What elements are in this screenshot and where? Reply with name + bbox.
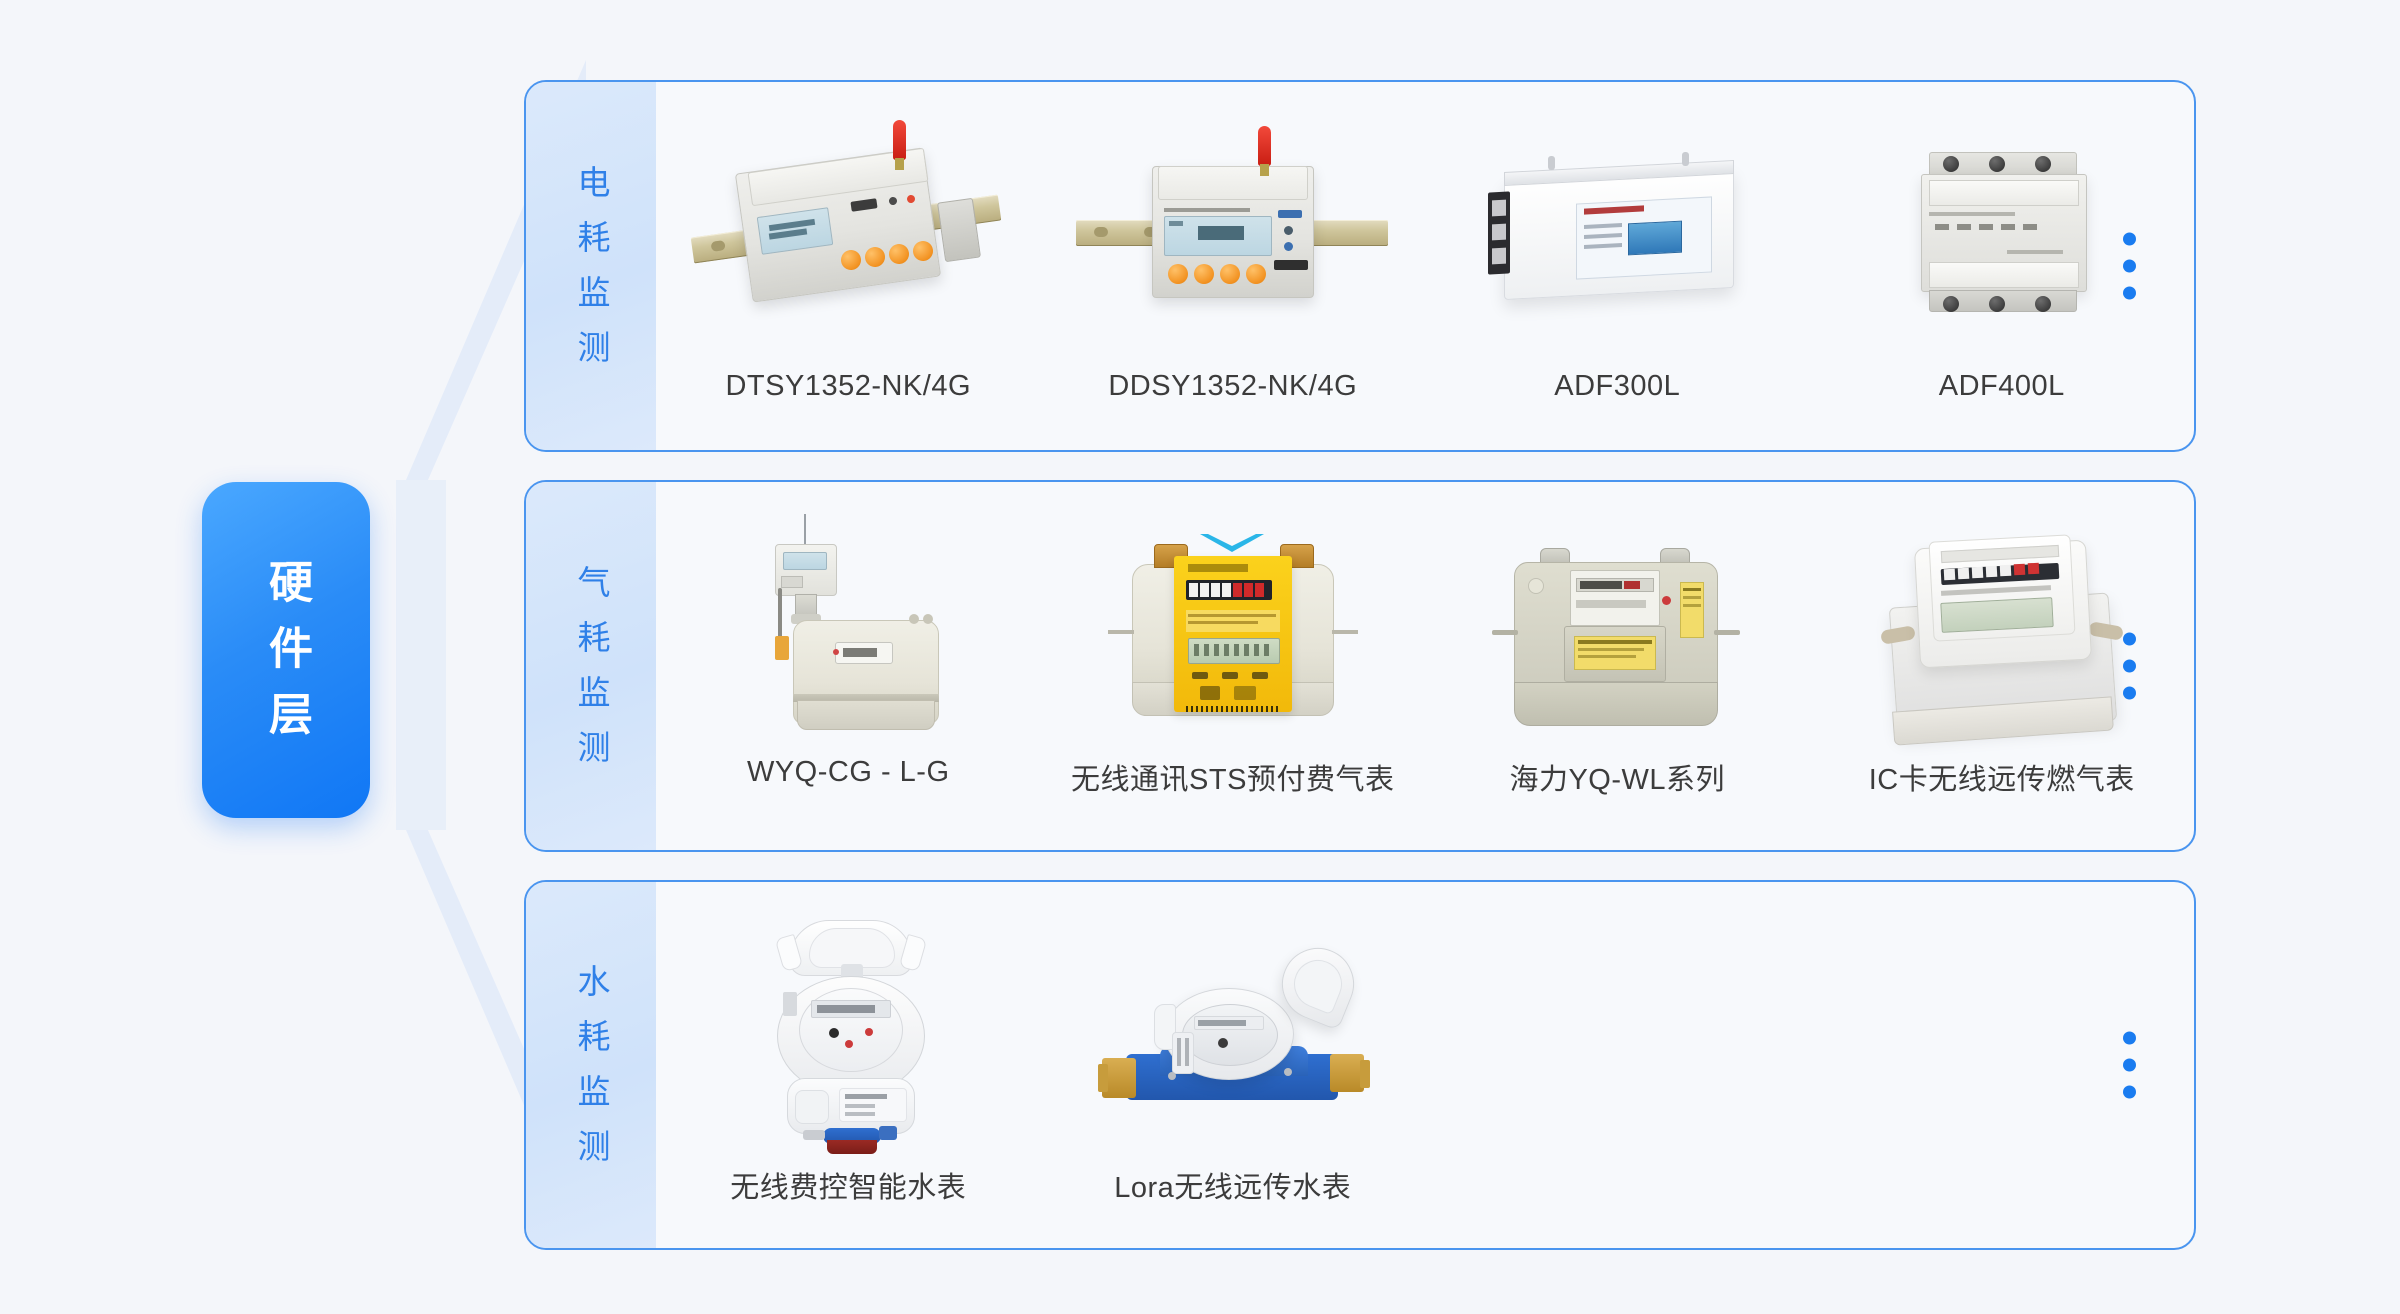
product-item[interactable]: 无线费控智能水表 [656,882,1041,1248]
category-body-gas: WYQ-CG - L-G [656,482,2194,850]
product-item-empty [1425,882,1810,1248]
product-item[interactable]: ADF400L [1810,82,2195,450]
category-title-gas: 气耗监测 [573,565,610,785]
category-header-water: 水耗监测 [526,882,656,1248]
product-label: DDSY1352-NK/4G [1108,370,1358,402]
category-card-water: 水耗监测 [524,880,2196,1250]
product-item[interactable]: WYQ-CG - L-G [656,482,1041,850]
yellow-sts-gas-meter-icon [1068,504,1398,744]
product-item[interactable]: 无线通讯STS预付费气表 [1041,482,1426,850]
product-label: 海力YQ-WL系列 [1509,764,1726,796]
cyan-accent-icon [1199,534,1264,552]
metering-cabinet-icon [1452,104,1782,344]
din-rail-single-phase-meter-icon [1068,104,1398,344]
product-label: 无线费控智能水表 [730,1172,967,1204]
category-header-gas: 气耗监测 [526,482,656,850]
more-dots-icon[interactable] [2123,632,2136,700]
product-label: Lora无线远传水表 [1114,1172,1352,1204]
hardware-layer-badge: 硬件层 [202,482,370,818]
product-item[interactable]: 海力YQ-WL系列 [1425,482,1810,850]
product-label: WYQ-CG - L-G [746,756,950,788]
ic-card-gas-meter-icon [1837,504,2167,746]
product-item[interactable]: IC卡无线远传燃气表 [1810,482,2195,850]
product-item[interactable]: Lora无线远传水表 [1041,882,1426,1248]
category-header-electricity: 电耗监测 [526,82,656,450]
diaphragm-gas-meter-icon [683,504,1013,744]
din-rail-three-phase-meter-icon [683,104,1013,344]
product-label: IC卡无线远传燃气表 [1868,764,2135,796]
more-dots-icon[interactable] [2123,232,2136,300]
category-card-gas: 气耗监测 [524,480,2196,852]
category-body-electricity: DTSY1352-NK/4G [656,82,2194,450]
category-title-electricity: 电耗监测 [573,165,610,385]
din-module-meter-icon [1837,104,2167,344]
gray-gas-meter-icon [1452,504,1782,744]
product-label: DTSY1352-NK/4G [725,370,972,402]
product-label: 无线通讯STS预付费气表 [1071,764,1395,796]
smart-water-meter-icon [683,904,1013,1154]
product-item[interactable]: DDSY1352-NK/4G [1041,82,1426,450]
product-item-empty [1810,882,2195,1248]
lora-water-meter-icon [1068,904,1398,1144]
product-item[interactable]: DTSY1352-NK/4G [656,82,1041,450]
product-item[interactable]: ADF300L [1425,82,1810,450]
product-label: ADF400L [1938,370,2065,402]
category-title-water: 水耗监测 [573,964,610,1184]
hardware-layer-label: 硬件层 [262,559,311,757]
category-body-water: 无线费控智能水表 [656,882,2194,1248]
product-label: ADF300L [1554,370,1681,402]
more-dots-icon[interactable] [2123,1031,2136,1099]
category-card-electricity: 电耗监测 [524,80,2196,452]
